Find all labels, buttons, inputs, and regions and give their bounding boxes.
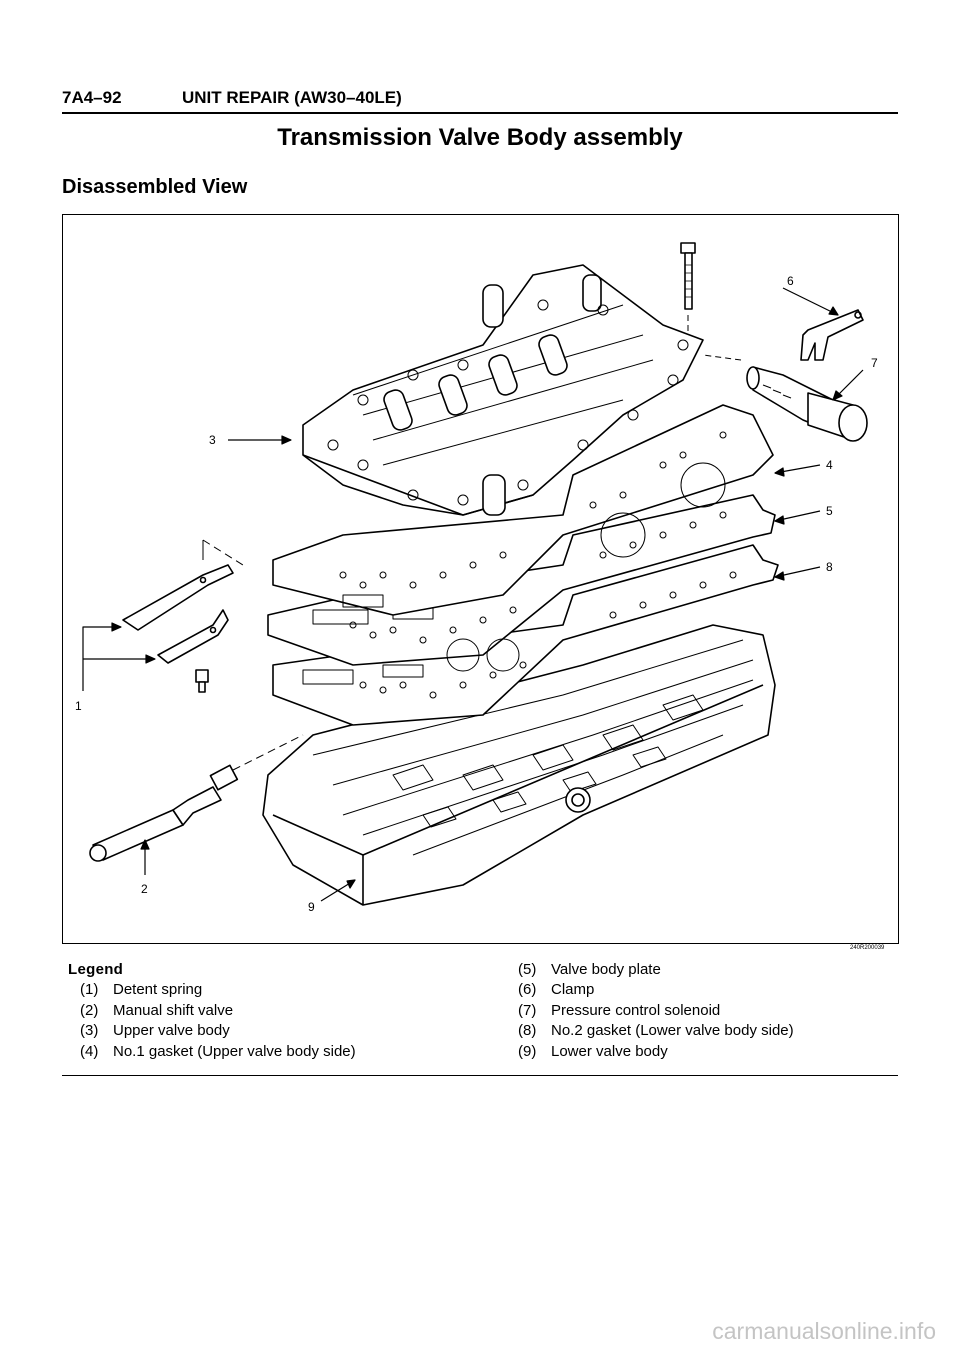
callout-leaders [82,287,864,902]
legend-item: (4) No.1 gasket (Upper valve body side) [68,1042,488,1062]
legend-item-number: (3) [80,1022,99,1040]
callout-8: 8 [826,560,833,574]
watermark: carmanualsonline.info [712,1318,936,1344]
bolt [680,242,696,335]
page-header: 7A4–92 UNIT REPAIR (AW30–40LE) [62,88,898,114]
page-subtitle: Disassembled View [62,176,248,198]
legend-item-number: (1) [80,981,99,999]
callout-4: 4 [826,458,833,472]
legend-title: Legend [68,961,124,978]
callout-7: 7 [871,356,878,370]
page-code: 7A4–92 [62,88,122,107]
valve-body-plate [267,494,776,672]
legend-item-number: (7) [518,1001,537,1019]
legend-item-text: Detent spring [113,981,203,999]
detent-spring [122,539,244,693]
legend-item-text: Pressure control solenoid [551,1001,721,1019]
pressure-control-solenoid [702,354,868,442]
legend-item-number: (6) [518,981,537,999]
callout-3: 3 [209,433,216,447]
legend-item: (2) Manual shift valve [68,1001,488,1021]
clamp [800,309,864,361]
exploded-view-diagram: 1 2 3 4 5 6 7 8 9 [62,214,899,944]
legend-item-number: (8) [518,1022,537,1040]
callout-6: 6 [787,274,794,288]
legend-item: (9) Lower valve body [518,1042,898,1062]
page-title: Transmission Valve Body assembly [277,124,683,151]
legend-item: (6) Clamp [518,980,898,1000]
legend-item-text: No.2 gasket (Lower valve body side) [551,1022,794,1040]
legend-item-text: Valve body plate [551,961,661,978]
legend-item: (1) Detent spring [68,980,488,1000]
legend-item-number: (5) [518,961,537,978]
legend-item-number: (2) [80,1001,99,1019]
legend-item: (7) Pressure control solenoid [518,1001,898,1021]
legend-item-text: Upper valve body [113,1022,230,1040]
figure-id: 240R200039 [850,945,885,951]
legend-item-text: Clamp [551,981,595,999]
footer-rule [62,1075,898,1076]
lower-valve-body [262,624,776,906]
legend-item: (3) Upper valve body [68,1021,488,1041]
legend-left-column: Legend (1) Detent spring (2) Manual shif… [68,960,488,1062]
callout-5: 5 [826,504,833,518]
legend-item-number: (4) [80,1042,99,1060]
callout-1: 1 [75,699,82,713]
legend-item-text: Lower valve body [551,1042,668,1060]
gasket-no1 [272,404,774,672]
legend-item: (8) No.2 gasket (Lower valve body side) [518,1021,898,1041]
gasket-no2 [272,544,779,726]
legend-item: (5) Valve body plate [518,960,898,980]
callout-2: 2 [141,882,148,896]
callout-9: 9 [308,900,315,914]
upper-valve-body [302,264,704,516]
legend-item-number: (9) [518,1042,537,1060]
section-title: UNIT REPAIR (AW30–40LE) [182,88,402,107]
header-rule [62,112,898,114]
legend-item-text: Manual shift valve [113,1001,234,1019]
manual-shift-valve [89,734,304,862]
legend-item-text: No.1 gasket (Upper valve body side) [113,1042,356,1060]
legend-right-column: (5) Valve body plate (6) Clamp (7) Press… [518,960,898,1062]
